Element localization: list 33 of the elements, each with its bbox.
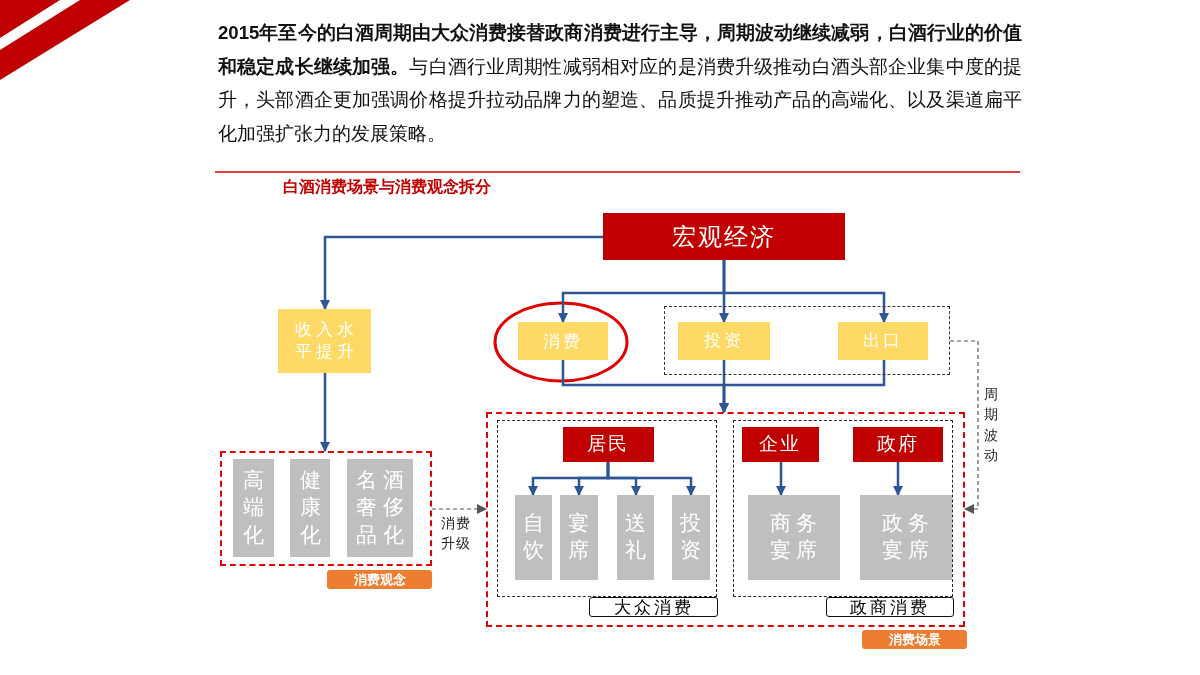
item-box: 健康化 [290,459,330,557]
diagram-title: 白酒消费场景与消费观念拆分 [283,177,491,197]
item-box: 高端化 [233,459,274,557]
item-box: 自饮 [514,494,552,580]
arrow [719,360,886,413]
item-box: 送礼 [616,494,654,580]
macro-box: 宏观经济 [603,213,845,260]
arrow [320,373,330,452]
category-box: 居民 [562,426,654,462]
factor-box: 投资 [677,321,770,360]
item-box: 名酒奢侈品化 [347,459,413,557]
arrow [776,462,786,496]
category-box: 政府 [852,426,943,462]
arrow [606,462,696,496]
item-box: 政务宴席 [859,494,952,580]
factor-box: 出口 [837,321,928,360]
arrow [893,462,903,496]
item-box: 宴席 [559,494,598,580]
item-box: 商务宴席 [747,494,840,580]
group-tag: 大众消费 [589,597,718,617]
group-tag: 政商消费 [826,597,954,617]
arrow [722,260,889,323]
group-tag: 消费场景 [862,630,967,649]
arrow [320,235,603,310]
intro-paragraph: 2015年至今的白酒周期由大众消费接替政商消费进行主导，周期波动继续减弱，白酒行业的价值和稳定成长继续加强。与白酒行业周期性减弱相对应的是消费升级推动白酒头部企业集中度的提升，头部酒企更加强调价格提升拉动品牌力的塑造、品质提升推动产品的高端化、以及渠道扁平化加强扩张力的发展策略。 [218,21,1022,146]
factor-box: 消费 [518,322,608,360]
dashed-arrow [949,340,979,514]
group-tag: 消费观念 [327,570,432,589]
category-box: 企业 [741,426,819,462]
dashed-group-box [664,306,950,375]
item-box: 投资 [671,494,710,580]
dashed-arrow [431,504,487,514]
factor-box: 收入水平提升 [278,309,371,373]
